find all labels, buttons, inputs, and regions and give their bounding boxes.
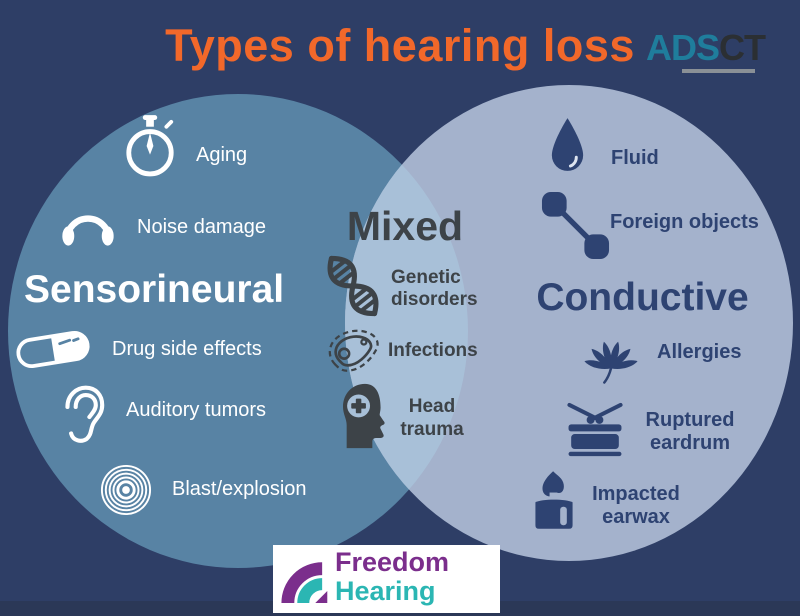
foreign-objects-label: Foreign objects <box>610 211 759 233</box>
drum-icon <box>567 402 623 457</box>
freedom-text: Freedom <box>335 547 450 577</box>
auditory-tumors-label: Auditory tumors <box>126 399 267 421</box>
page-title: Types of hearing loss <box>165 20 635 71</box>
leaf-icon <box>584 341 638 384</box>
conductive-heading: Conductive <box>536 276 749 319</box>
barbell-icon <box>541 191 610 260</box>
adsct-underline <box>682 69 755 73</box>
stopwatch-icon <box>126 115 174 177</box>
freedom-hearing-wordmark: Freedom Hearing <box>335 548 449 606</box>
infections-label: Infections <box>388 340 478 361</box>
candle-icon <box>535 471 573 529</box>
adsct-logo-text-secondary: CT <box>719 27 766 68</box>
adsct-logo: ADSCT <box>646 27 766 73</box>
mixed-heading: Mixed <box>346 203 464 249</box>
adsct-logo-text-primary: ADS <box>646 27 720 68</box>
fluid-label: Fluid <box>611 147 659 169</box>
conductive-circle <box>345 85 793 561</box>
allergies-label: Allergies <box>657 341 742 363</box>
genetic-disorders-label: Genetic disorders <box>391 267 478 310</box>
head-trauma-label: Head trauma <box>400 396 464 440</box>
pill-icon <box>16 330 90 369</box>
ruptured-eardrum-label: Ruptured eardrum <box>645 409 735 454</box>
dna-icon <box>327 255 379 317</box>
impacted-earwax-label: Impacted earwax <box>592 483 680 528</box>
blast-icon <box>100 464 152 516</box>
blast-explosion-label: Blast/explosion <box>172 478 307 500</box>
hearing-text: Hearing <box>335 576 436 606</box>
freedom-hearing-logo: Freedom Hearing <box>273 545 500 613</box>
aging-label: Aging <box>196 144 248 166</box>
head-cross-icon <box>343 383 385 449</box>
droplet-icon <box>551 118 584 171</box>
hearing-waves-icon <box>281 562 328 604</box>
sensorineural-circle <box>8 94 468 568</box>
noise-damage-label: Noise damage <box>137 216 266 238</box>
sensorineural-heading: Sensorineural <box>24 268 285 311</box>
headphones-icon <box>62 215 114 246</box>
ear-icon <box>65 385 105 443</box>
drug-side-effects-label: Drug side effects <box>112 338 262 360</box>
bacteria-icon <box>328 329 379 372</box>
